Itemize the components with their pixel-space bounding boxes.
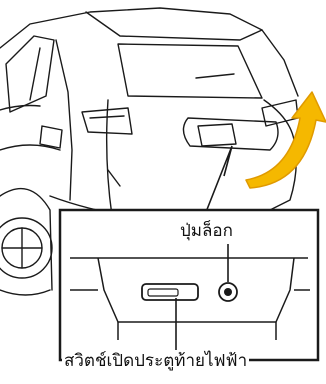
lock-button-label: ปุ่มล็อก <box>178 220 235 242</box>
lock-button-icon <box>219 283 237 301</box>
tailgate-switch-icon <box>142 284 198 300</box>
power-tailgate-switch-label: สวิตช์เปิดประตูท้ายไฟฟ้า <box>62 350 249 372</box>
callout-pointer <box>206 146 232 212</box>
curved-arrow-up-icon <box>246 92 326 188</box>
